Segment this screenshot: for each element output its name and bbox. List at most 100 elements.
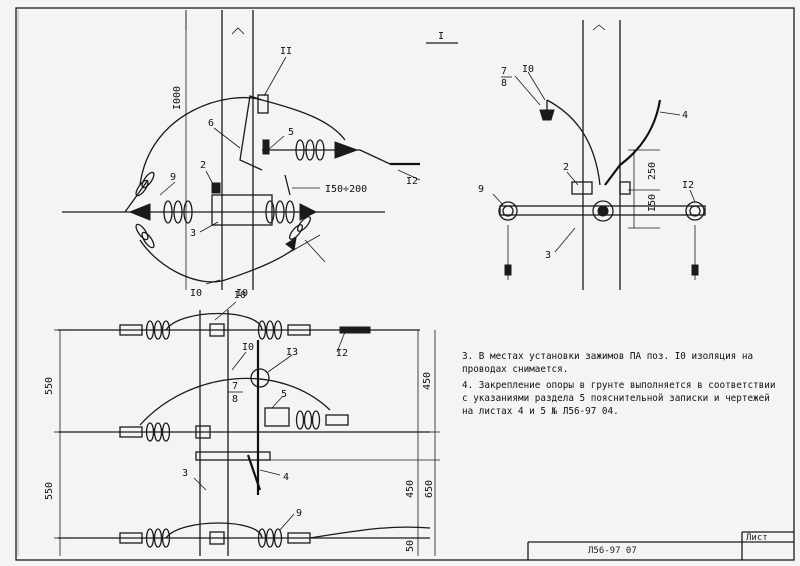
label-pos-7-bottom: 7 bbox=[232, 381, 238, 392]
clamp-9-right-view bbox=[498, 201, 518, 221]
dim-450-lower: 450 bbox=[405, 480, 416, 498]
jumper-upper bbox=[165, 312, 263, 331]
jumper-middle bbox=[139, 377, 331, 426]
fitting-2 bbox=[211, 182, 221, 194]
clamp-12-right-view bbox=[685, 201, 705, 221]
dim-550-lower: 550 bbox=[44, 482, 55, 500]
leader-2-right-view bbox=[566, 171, 579, 186]
drawing-code: Л56-97 07 bbox=[588, 546, 637, 556]
clamp-13-circle bbox=[250, 368, 270, 388]
dim-150-label: I50 bbox=[647, 194, 658, 212]
note-3: 3. В местах установки зажимов ПА поз. I0… bbox=[462, 351, 754, 375]
clamp-9-inner bbox=[502, 205, 514, 217]
leader-9 bbox=[159, 181, 176, 196]
label-pos-2-right: 2 bbox=[563, 162, 569, 173]
dim-150-200-label: I50÷200 bbox=[325, 184, 367, 195]
leader-13 bbox=[267, 354, 293, 373]
view-bottom-left: I0 I0 I3 I2 7 8 5 4 3 9 550 550 450 450 … bbox=[44, 290, 440, 556]
label-pos-5-top: 5 bbox=[288, 127, 294, 138]
label-pos-11: II bbox=[280, 46, 292, 57]
notes-block: 3. В местах установки зажимов ПА поз. I0… bbox=[462, 350, 782, 421]
note-4: 4. Закрепление опоры в грунте выполняетс… bbox=[462, 380, 776, 417]
crossarm-bottom bbox=[195, 451, 271, 461]
break-mark-right bbox=[592, 24, 606, 31]
leader-2 bbox=[205, 170, 215, 187]
label-pos-10-bottom-b: I0 bbox=[242, 342, 254, 353]
label-pos-9-right: 9 bbox=[478, 184, 484, 195]
insulator-strings-lower bbox=[119, 528, 311, 548]
leader-7-8-right-view bbox=[514, 75, 541, 106]
label-pos-3-bottom: 3 bbox=[182, 468, 188, 479]
leader-3 bbox=[199, 221, 219, 233]
label-pos-13: I3 bbox=[286, 347, 298, 358]
end-right bbox=[691, 264, 699, 276]
leader-10-right-view bbox=[527, 71, 546, 101]
dim-50: 50 bbox=[405, 540, 416, 552]
insulator-string-diagonal-lower bbox=[285, 216, 312, 251]
crossarm-bracket bbox=[211, 194, 273, 226]
leader-6 bbox=[213, 127, 241, 149]
insulator-string-diagonal-upper bbox=[262, 139, 420, 166]
leader-3-right-view bbox=[554, 227, 576, 253]
label-pos-10-top-b: I0 bbox=[236, 288, 248, 299]
label-pos-10-top: I0 bbox=[190, 288, 202, 299]
label-pos-9-top: 9 bbox=[170, 172, 176, 183]
jumper-loop-upper bbox=[139, 96, 346, 186]
insulator-string-left bbox=[128, 200, 193, 224]
label-pos-7-right: 7 bbox=[501, 66, 507, 77]
leader-3-bottom bbox=[193, 477, 207, 491]
clamp-12-inner bbox=[689, 205, 701, 217]
leader-11 bbox=[263, 56, 287, 97]
clamp-center-inner bbox=[597, 205, 609, 217]
bracket-2-right-view bbox=[571, 181, 593, 195]
insulator-strings-upper bbox=[119, 320, 371, 340]
dim-650: 650 bbox=[424, 480, 435, 498]
dim-550-upper: 550 bbox=[44, 377, 55, 395]
leader-4-bottom bbox=[259, 469, 281, 476]
clamp-center-right-view bbox=[592, 200, 614, 222]
sheet-frame bbox=[15, 7, 795, 561]
jumper-lower bbox=[165, 522, 263, 539]
label-pos-3-right: 3 bbox=[545, 250, 551, 261]
wire-lower-sag bbox=[309, 526, 431, 539]
label-pos-9-bottom: 9 bbox=[296, 508, 302, 519]
bracket-right-view bbox=[619, 181, 631, 195]
wire-4 bbox=[604, 99, 662, 186]
label-pos-8-right: 8 bbox=[501, 78, 507, 89]
label-pos-12-top: I2 bbox=[406, 176, 418, 187]
label-pos-6: 6 bbox=[208, 118, 214, 129]
label-pos-12-right: I2 bbox=[682, 180, 694, 191]
label-pos-3-top: 3 bbox=[190, 228, 196, 239]
insulator-string-right bbox=[265, 200, 318, 224]
drop-wire bbox=[239, 95, 263, 171]
label-pos-4-bottom: 4 bbox=[283, 472, 289, 483]
label-pos-12-bottom: I2 bbox=[336, 348, 348, 359]
leader-4-right-view bbox=[659, 111, 681, 116]
view-top-left: I000 II 6 5 2 9 I50÷200 I2 3 I0 I0 bbox=[62, 10, 421, 299]
label-pos-10-right: I0 bbox=[522, 64, 534, 75]
end-left bbox=[504, 264, 512, 276]
dim-1000-label: I000 bbox=[172, 86, 183, 110]
leader-9-right-view bbox=[492, 193, 504, 206]
label-pos-8-bottom: 8 bbox=[232, 394, 238, 405]
break-mark bbox=[231, 27, 245, 35]
sheet-marker: I bbox=[438, 31, 444, 42]
wire-to-clamp bbox=[546, 99, 601, 186]
label-pos-10-bottom-a: I0 bbox=[234, 290, 246, 301]
sheet-label: Лист bbox=[746, 533, 768, 543]
insulator-string-diagonal-left bbox=[124, 171, 155, 249]
clamp-11 bbox=[257, 94, 269, 114]
leader-10-bottom-b bbox=[231, 351, 247, 371]
dim-450-upper: 450 bbox=[422, 372, 433, 390]
leader-10 bbox=[205, 279, 221, 285]
label-pos-5-bottom: 5 bbox=[281, 389, 287, 400]
jumper-loop-lower bbox=[139, 239, 296, 283]
label-pos-2-top: 2 bbox=[200, 160, 206, 171]
insulator-strings-middle bbox=[119, 407, 349, 442]
leader-12-right-view bbox=[689, 189, 696, 203]
leader-12 bbox=[397, 169, 421, 181]
leader-5-bottom bbox=[271, 396, 283, 409]
view-top-right: 7 8 I0 4 2 9 I2 3 250 I50 bbox=[478, 20, 706, 290]
